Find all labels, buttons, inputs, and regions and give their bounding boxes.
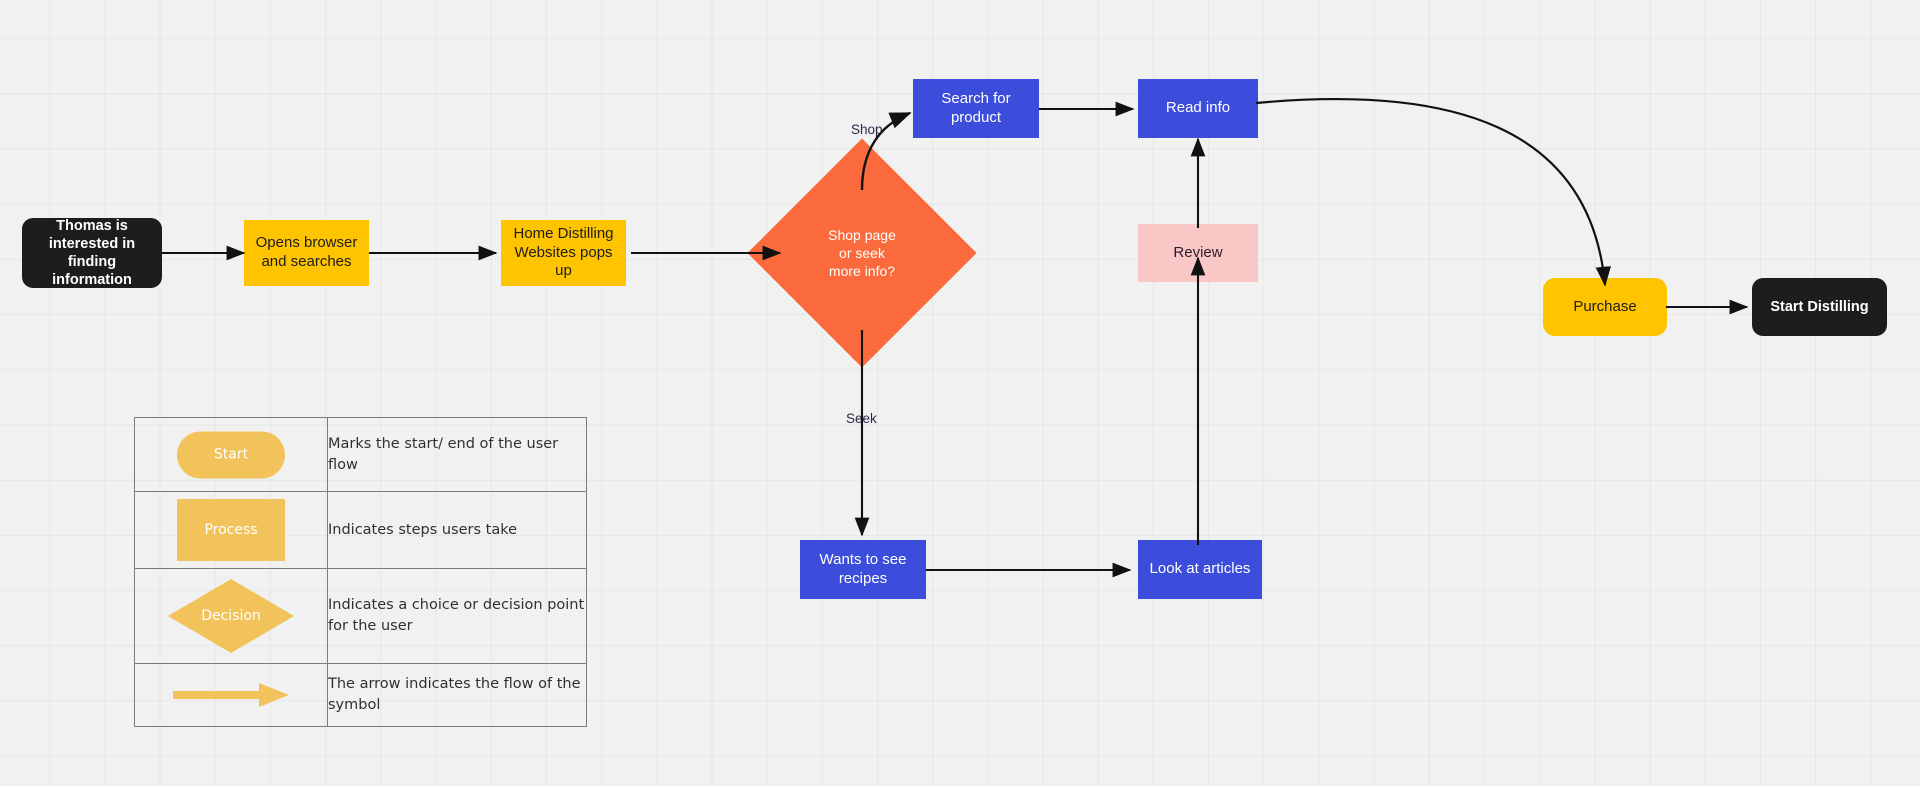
node-read-info[interactable]: Read info xyxy=(1138,79,1258,138)
legend-row-process: Process Indicates steps users take xyxy=(134,491,587,569)
node-look-at-articles[interactable]: Look at articles xyxy=(1138,540,1262,599)
legend-symbol-label: Process xyxy=(204,522,258,538)
legend-row-start: Start Marks the start/ end of the user f… xyxy=(134,417,587,492)
edge-readinfo-to-purchase xyxy=(1255,97,1611,287)
diamond-glyph-icon xyxy=(168,579,294,653)
node-home-distilling-websites[interactable]: Home Distilling Websites pops up xyxy=(501,220,626,286)
node-decision-shop-or-seek[interactable]: Shop page or seek more info? xyxy=(747,138,977,368)
process-rect-shape: Process xyxy=(177,499,285,561)
node-opens-browser[interactable]: Opens browser and searches xyxy=(244,220,369,286)
legend-symbol-start: Start xyxy=(134,417,328,492)
legend-symbol-label: Decision xyxy=(201,608,261,624)
decision-diamond-shape: Decision xyxy=(166,577,296,655)
node-review[interactable]: Review xyxy=(1138,224,1258,282)
arrow-glyph-icon xyxy=(173,683,289,707)
legend-desc-decision: Indicates a choice or decision point for… xyxy=(327,568,587,664)
legend-desc-start: Marks the start/ end of the user flow xyxy=(327,417,587,492)
legend-desc-process: Indicates steps users take xyxy=(327,491,587,569)
edge-label-seek: Seek xyxy=(846,411,877,426)
start-pill-shape: Start xyxy=(177,431,285,478)
legend-row-decision: Decision Indicates a choice or decision … xyxy=(134,568,587,664)
node-start-thomas[interactable]: Thomas is interested in finding informat… xyxy=(22,218,162,288)
legend-symbol-decision: Decision xyxy=(134,568,328,664)
legend-symbol-label: Start xyxy=(213,446,249,463)
legend-table: Start Marks the start/ end of the user f… xyxy=(134,417,587,727)
node-search-for-product[interactable]: Search for product xyxy=(913,79,1039,138)
node-wants-to-see-recipes[interactable]: Wants to see recipes xyxy=(800,540,926,599)
node-start-distilling[interactable]: Start Distilling xyxy=(1752,278,1887,336)
legend-desc-arrow: The arrow indicates the flow of the symb… xyxy=(327,663,587,727)
edge-label-shop: Shop xyxy=(851,122,883,137)
legend-symbol-process: Process xyxy=(134,491,328,569)
legend-row-arrow: The arrow indicates the flow of the symb… xyxy=(134,663,587,727)
node-decision-label: Shop page or seek more info? xyxy=(828,226,896,280)
node-purchase[interactable]: Purchase xyxy=(1543,278,1667,336)
legend-symbol-arrow xyxy=(134,663,328,727)
flow-arrow-shape xyxy=(171,680,291,710)
